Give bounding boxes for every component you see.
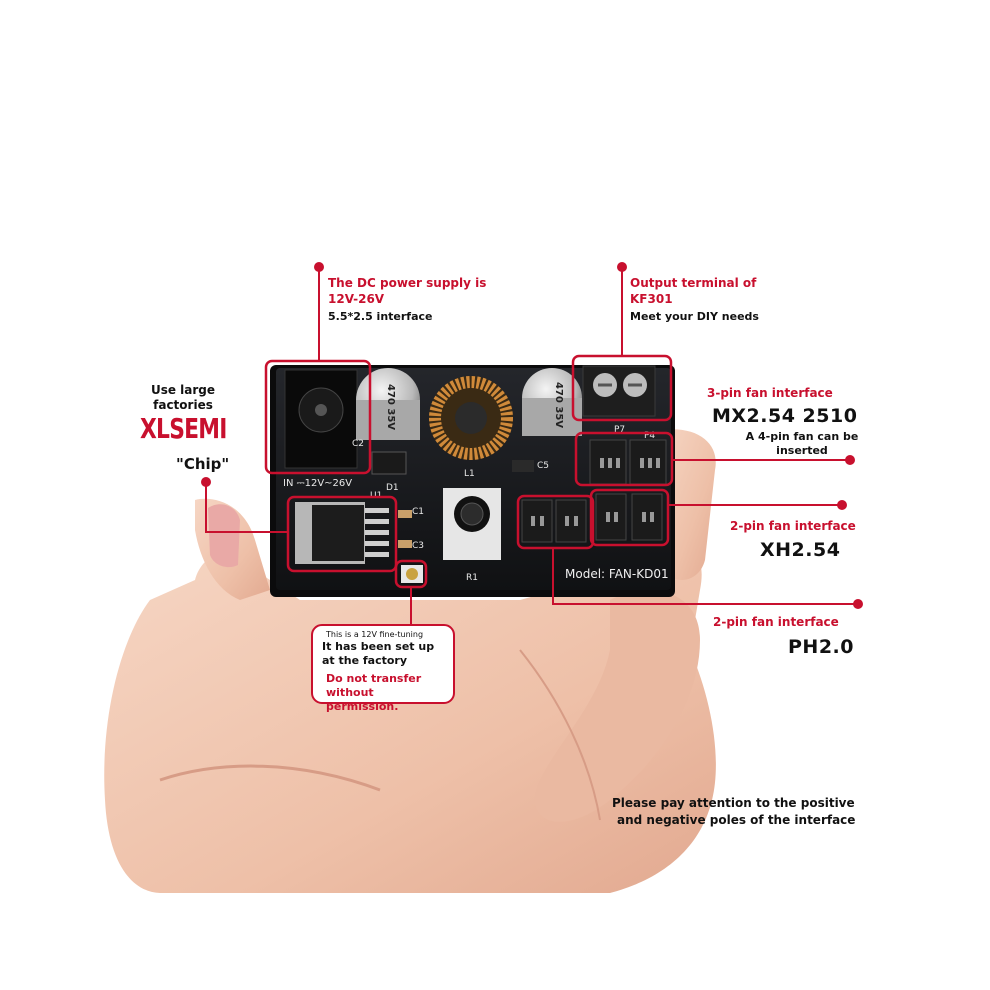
fan2pin-ph-model: PH2.0 — [788, 636, 854, 658]
box-xh — [589, 488, 670, 547]
fine-tuning-line1: This is a 12V fine-tuning — [326, 630, 424, 639]
chip-line1: Use large — [150, 383, 216, 397]
dc-supply-title: The DC power supply is 12V-26V — [328, 276, 487, 306]
box-chip — [286, 495, 398, 573]
label-p4: P4 — [644, 431, 655, 441]
label-c2: C2 — [352, 439, 364, 449]
fine-tuning-box — [311, 624, 455, 704]
fine-tuning-warning: Do not transfer without permission. — [326, 672, 422, 713]
cap-right-marking: 470 35V — [553, 382, 564, 428]
brand-logo: XLSEMI — [140, 412, 227, 445]
fan2pin-xh-title: 2-pin fan interface — [730, 519, 856, 533]
dc-supply-detail: 5.5*2.5 interface — [328, 310, 433, 323]
fan3pin-model: MX2.54 2510 — [712, 405, 858, 427]
chip-line2: factories — [153, 398, 213, 412]
fine-tuning-line2: It has been set up at the factory — [322, 640, 435, 667]
hand — [104, 429, 716, 893]
leader-lines — [205, 270, 858, 625]
input-label: IN ⎓12V~26V — [283, 478, 352, 489]
output-terminal-detail: Meet your DIY needs — [630, 310, 759, 323]
label-c3: C3 — [412, 541, 424, 551]
leader-dots — [201, 262, 863, 609]
fan2pin-ph-title: 2-pin fan interface — [713, 615, 839, 629]
label-d1: D1 — [386, 483, 399, 493]
silkscreen: IN ⎓12V~26V Model: FAN-KD01 C2 C1 C3 C5 … — [283, 425, 669, 583]
label-c5: C5 — [537, 461, 549, 471]
polarity-line1: Please pay attention to the positive — [612, 796, 855, 810]
label-c1: C1 — [412, 507, 424, 517]
output-terminal-title: Output terminal of KF301 — [630, 276, 757, 306]
fan2pin-xh-model: XH2.54 — [760, 539, 841, 561]
label-l1: L1 — [464, 469, 475, 479]
label-r1: R1 — [466, 573, 478, 583]
board-model: Model: FAN-KD01 — [565, 567, 669, 581]
box-ph — [516, 494, 595, 550]
polarity-line2: and negative poles of the interface — [617, 813, 856, 827]
cap-left-marking: 470 35V — [385, 384, 396, 430]
chip-line3: "Chip" — [176, 455, 230, 473]
fan3pin-note: A 4-pin fan can be inserted — [745, 430, 859, 457]
fan3pin-title: 3-pin fan interface — [707, 386, 833, 400]
label-p7: P7 — [614, 425, 625, 435]
